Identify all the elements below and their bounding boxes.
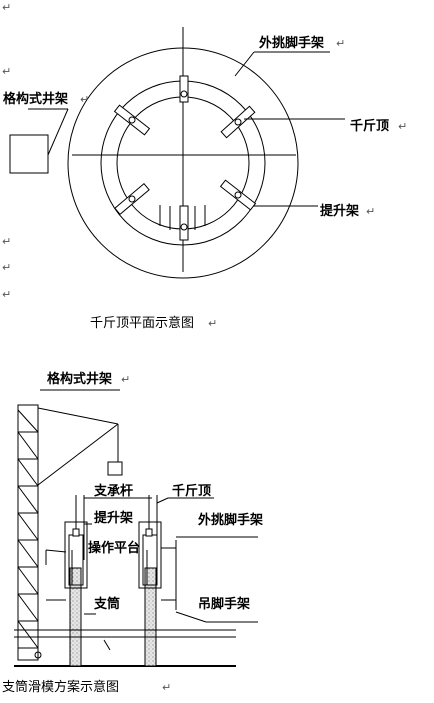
label-jack-top: 千斤顶 — [350, 118, 389, 134]
label-lattice-derrick-top: 格构式井架 — [3, 91, 68, 107]
svg-text:↵: ↵ — [2, 235, 11, 248]
label-jack-bottom: 千斤顶 — [172, 483, 211, 499]
svg-text:↵: ↵ — [2, 288, 11, 301]
jack-upper-right — [220, 105, 256, 139]
label-lattice-derrick-bottom: 格构式井架 — [47, 371, 112, 387]
inner-ticks — [159, 205, 206, 230]
section-view — [14, 389, 258, 667]
tube-left — [64, 495, 88, 667]
label-tube: 支筒 — [93, 596, 120, 612]
svg-text:↵: ↵ — [366, 205, 375, 218]
svg-text:↵: ↵ — [398, 120, 407, 133]
label-lifting-frame-bottom: 提升架 — [94, 510, 133, 526]
jack-upper-left — [113, 104, 151, 136]
svg-text:↵: ↵ — [336, 37, 345, 50]
jack-bottom — [179, 205, 189, 241]
svg-text:↵: ↵ — [208, 317, 217, 330]
hoist-box — [107, 461, 123, 476]
svg-text:↵: ↵ — [2, 1, 11, 14]
outer-scaffold-stubs — [45, 540, 177, 610]
caption-top: 千斤顶平面示意图 — [90, 315, 194, 331]
svg-text:↵: ↵ — [121, 373, 130, 386]
lattice-derrick-box — [9, 134, 49, 174]
label-outer-scaffold-bottom: 外挑脚手架 — [197, 512, 263, 528]
label-hanging-scaffold: 吊脚手架 — [198, 596, 250, 612]
jack-top — [179, 75, 189, 103]
lattice-derrick-column — [17, 404, 39, 661]
svg-text:↵: ↵ — [80, 93, 89, 106]
tube-right — [138, 495, 162, 667]
plan-view — [9, 27, 345, 279]
svg-text:↵: ↵ — [2, 261, 11, 274]
label-support-rod: 支承杆 — [93, 483, 133, 499]
caption-bottom: 支筒滑模方案示意图 — [2, 679, 119, 695]
jack-lower-left — [114, 183, 150, 215]
paragraph-marks: ↵ ↵ ↵ ↵ ↵ ↵ ↵ ↵ ↵ ↵ ↵ ↵ — [2, 1, 407, 694]
svg-text:↵: ↵ — [162, 681, 171, 694]
svg-text:↵: ↵ — [2, 65, 11, 78]
jack-lower-right — [219, 179, 257, 211]
label-platform: 操作平台 — [88, 540, 140, 556]
label-lifting-frame-top: 提升架 — [320, 203, 359, 219]
label-outer-scaffold-top: 外挑脚手架 — [258, 35, 324, 51]
